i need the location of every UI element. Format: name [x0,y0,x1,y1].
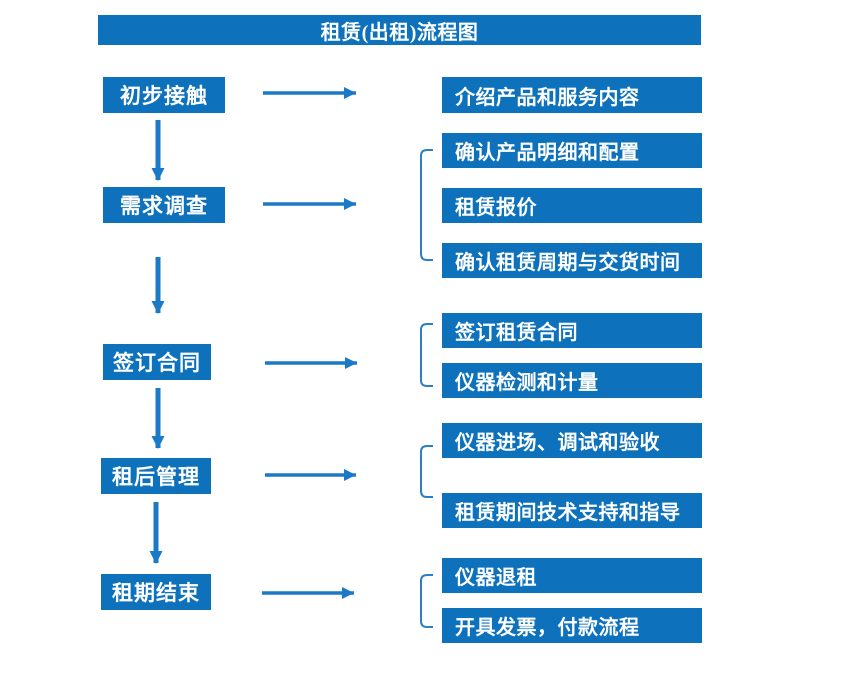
title-bar: 租赁(出租)流程图 [98,15,701,45]
detail-box-instrument-testing-metering: 仪器检测和计量 [442,363,702,398]
detail-box-sign-rental-contract: 签订租赁合同 [442,313,702,348]
step-box-rental-end: 租期结束 [101,574,211,610]
detail-box-confirm-product-config: 确认产品明细和配置 [442,133,702,168]
detail-box-confirm-period-delivery: 确认租赁周期与交货时间 [442,243,702,278]
step-box-post-rental-management: 租后管理 [101,458,211,494]
page-title: 租赁(出租)流程图 [320,21,479,44]
bracket-sign-contract-group [420,323,433,387]
step-box-sign-contract: 签订合同 [103,344,211,380]
detail-box-instrument-setup-acceptance: 仪器进场、调试和验收 [442,423,702,458]
step-box-demand-survey: 需求调查 [103,187,225,223]
detail-box-tech-support-guidance: 租赁期间技术支持和指导 [442,493,702,528]
detail-box-instrument-return: 仪器退租 [442,558,702,593]
bracket-demand-survey-group [420,149,433,261]
bracket-post-rental-group [420,445,433,498]
detail-box-rental-quote: 租赁报价 [442,188,702,223]
detail-box-invoice-payment: 开具发票，付款流程 [442,608,702,643]
bracket-rental-end-group [420,574,433,628]
step-box-initial-contact: 初步接触 [103,77,225,113]
detail-box-intro-products-services: 介绍产品和服务内容 [442,77,702,113]
